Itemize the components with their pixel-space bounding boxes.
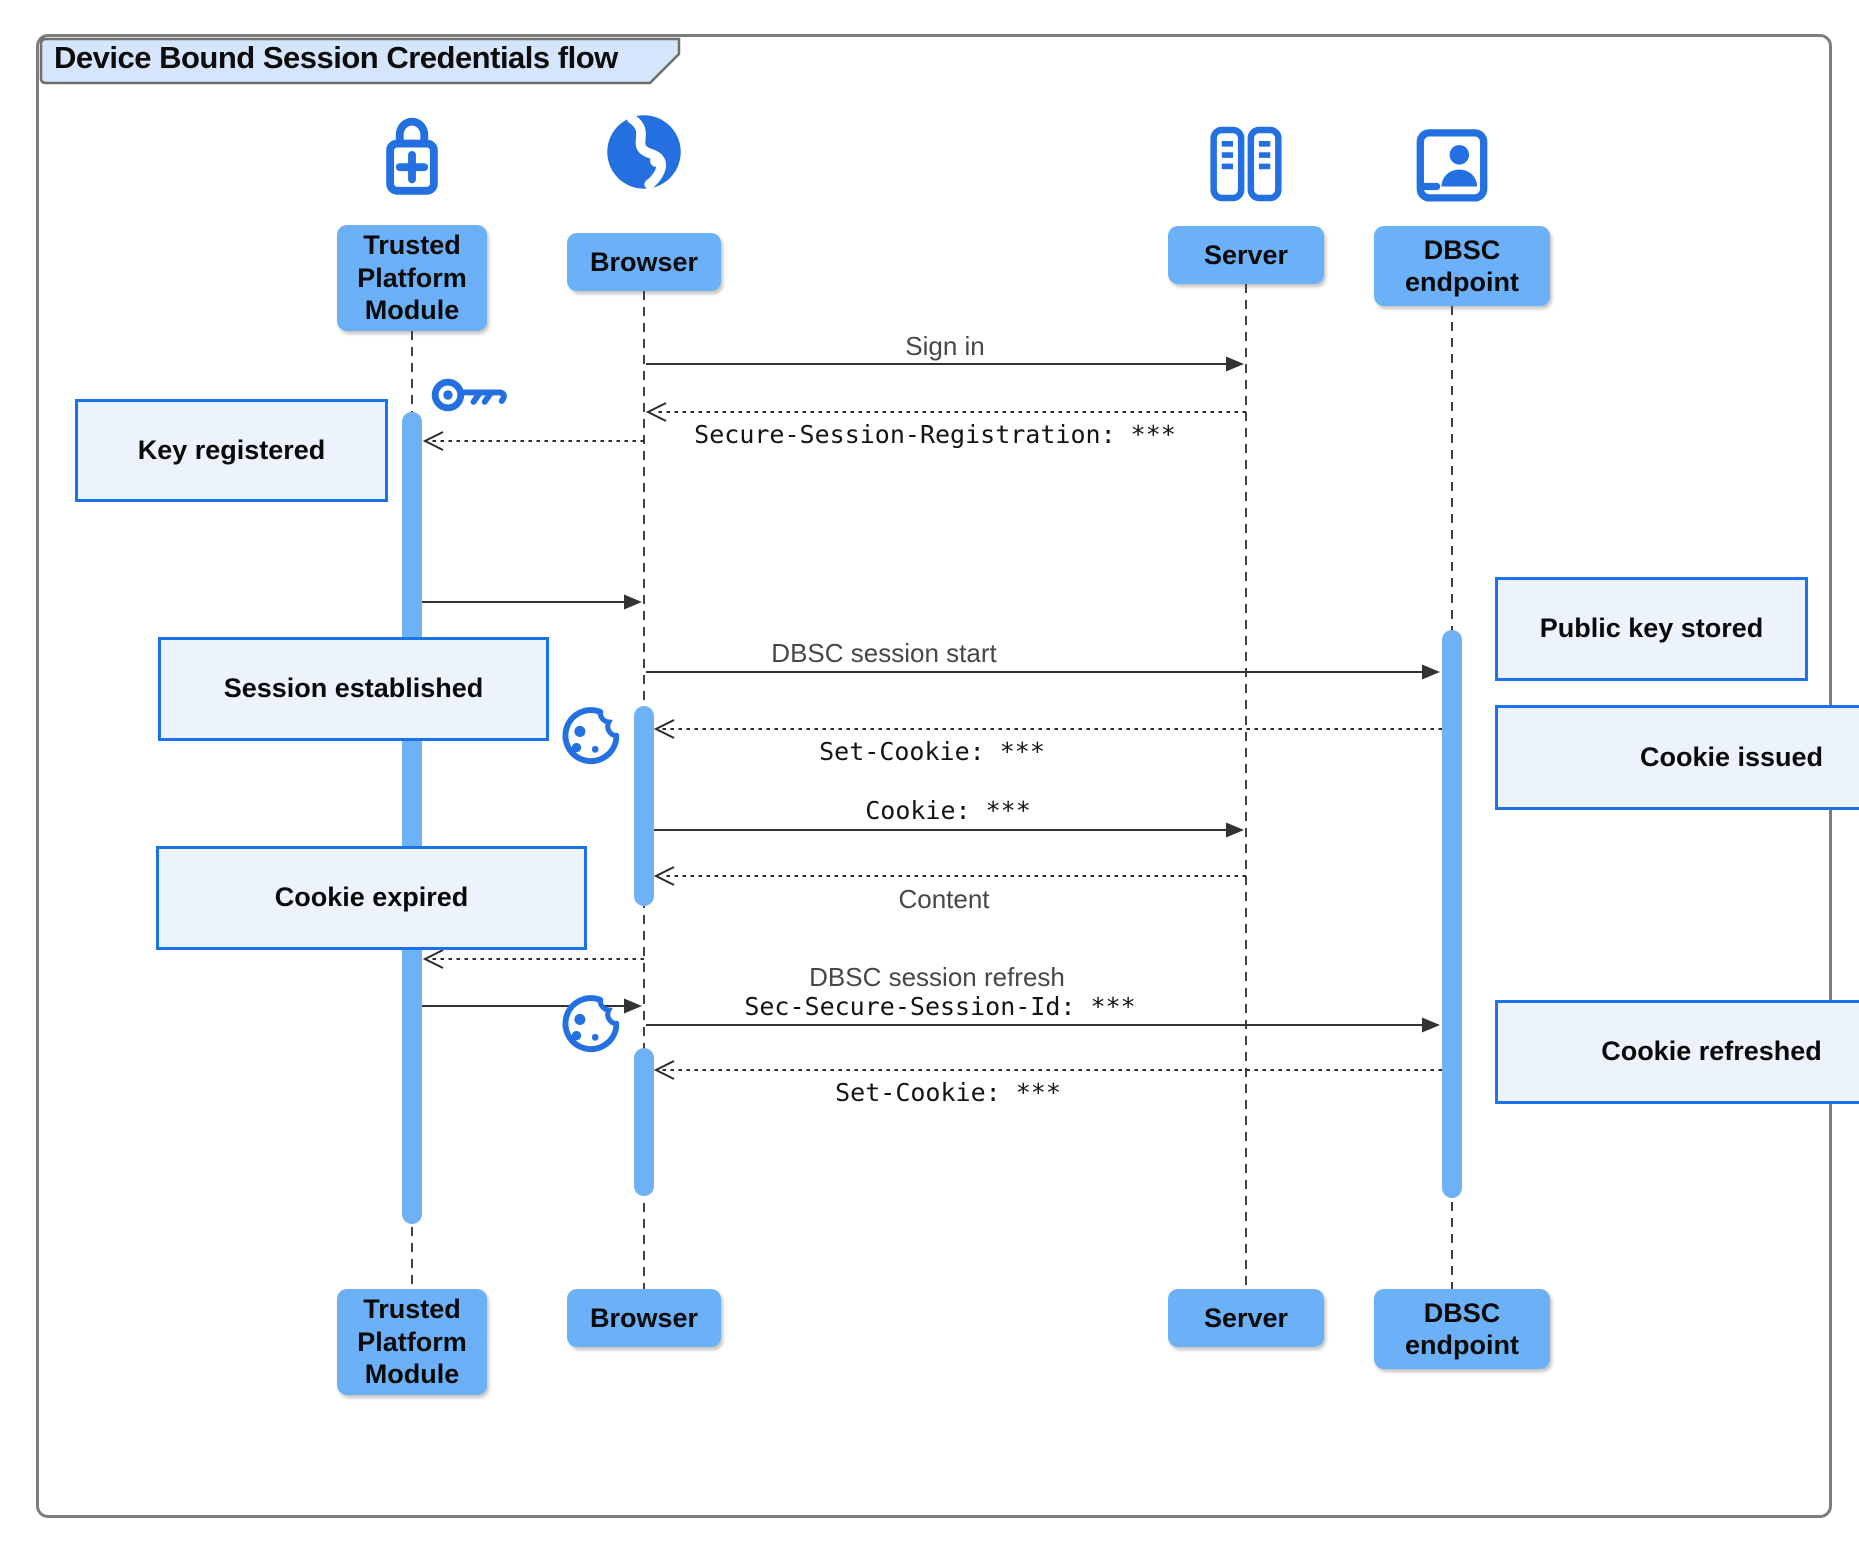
- message-label-secure-session-registration: Secure-Session-Registration: ***: [694, 420, 1176, 449]
- arrowhead-cookie-expired-request: [422, 949, 444, 969]
- title-tab: [38, 36, 682, 86]
- message-label-sign-in: Sign in: [905, 331, 985, 361]
- arrowhead-sign-in: [1226, 356, 1244, 372]
- note-session-established: Session established: [158, 637, 549, 741]
- message-label-dbsc-session-refresh: DBSC session refresh: [809, 962, 1065, 992]
- note-cookie-expired: Cookie expired: [156, 846, 587, 950]
- arrowhead-register-key: [422, 431, 444, 451]
- arrowhead-content: [653, 866, 675, 886]
- participant-server-bottom: Server: [1168, 1289, 1324, 1347]
- note-cookie-issued: Cookie issued: [1495, 705, 1859, 810]
- arrowhead-key-ready: [624, 594, 642, 610]
- arrowhead-set-cookie: [653, 719, 675, 739]
- message-label-set-cookie-refresh: Set-Cookie: ***: [835, 1078, 1061, 1107]
- message-label-set-cookie: Set-Cookie: ***: [819, 737, 1045, 766]
- participant-server-top: Server: [1168, 226, 1324, 284]
- arrowhead-secure-session-registration: [645, 402, 667, 422]
- globe-icon: [602, 110, 686, 194]
- note-cookie-refreshed: Cookie refreshed: [1495, 1000, 1859, 1104]
- message-label-content: Content: [898, 884, 990, 914]
- arrowhead-key-proof: [624, 998, 642, 1014]
- activation-browser-1: [634, 706, 654, 906]
- lock-plus-icon: [370, 104, 454, 204]
- activation-tpm: [402, 412, 422, 1224]
- arrowhead-cookie: [1226, 822, 1244, 838]
- server-icon: [1207, 126, 1285, 202]
- person-badge-icon: [1413, 128, 1491, 206]
- message-label-cookie: Cookie: ***: [865, 796, 1031, 825]
- message-label-dbsc-session-start: DBSC session start: [771, 638, 997, 668]
- activation-browser-2: [634, 1048, 654, 1196]
- key-icon: [430, 368, 512, 422]
- participant-browser-bottom: Browser: [567, 1289, 721, 1347]
- cookie-icon: [551, 700, 619, 768]
- note-public-key-stored: Public key stored: [1495, 577, 1808, 681]
- diagram-title: Device Bound Session Credentials flow: [54, 40, 618, 75]
- arrowhead-dbsc-session-refresh: [1422, 1017, 1440, 1033]
- note-key-registered: Key registered: [75, 399, 388, 502]
- activation-dbsc: [1442, 630, 1462, 1198]
- participant-dbsc-top: DBSC endpoint: [1374, 226, 1550, 306]
- message-label-sec-secure-session-id: Sec-Secure-Session-Id: ***: [744, 992, 1136, 1021]
- title-tab-shape: [39, 37, 681, 85]
- cookie-icon: [551, 988, 619, 1056]
- participant-tpm-bottom: Trusted Platform Module: [337, 1289, 487, 1395]
- participant-tpm-top: Trusted Platform Module: [337, 225, 487, 331]
- arrowhead-dbsc-session-start: [1422, 664, 1440, 680]
- arrowhead-set-cookie-refresh: [653, 1060, 675, 1080]
- participant-dbsc-bottom: DBSC endpoint: [1374, 1289, 1550, 1369]
- participant-browser-top: Browser: [567, 233, 721, 291]
